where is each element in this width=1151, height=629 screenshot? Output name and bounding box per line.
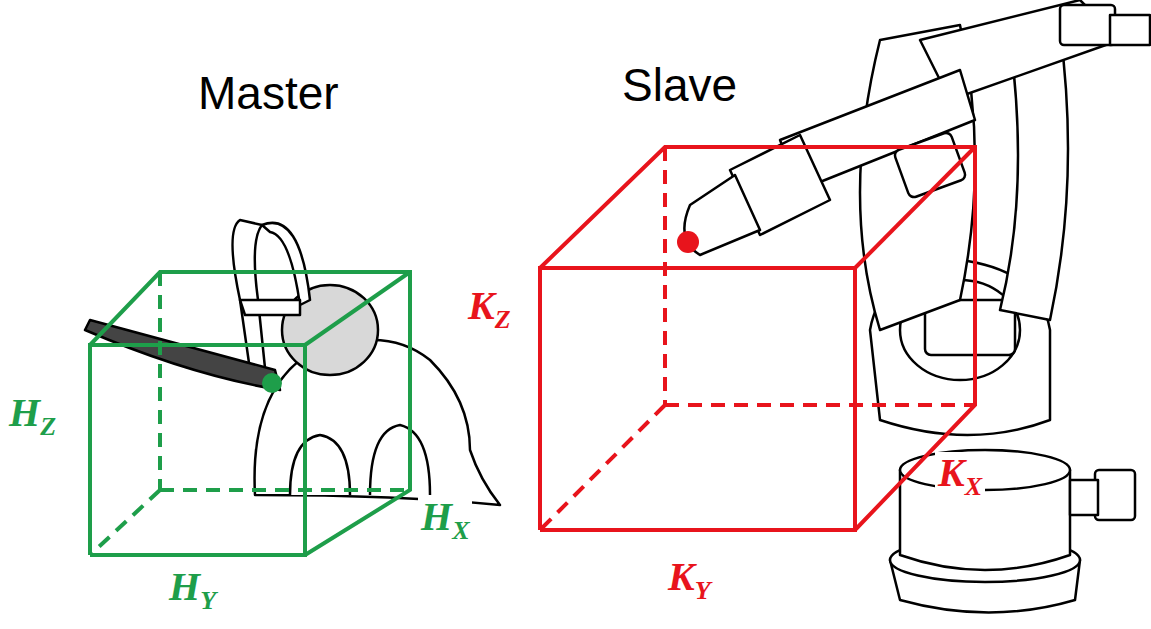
axis-subscript: Y [695, 576, 711, 605]
axis-subscript: Z [40, 412, 56, 441]
master-tool-point [262, 373, 282, 393]
slave-robot [684, 0, 1150, 613]
axis-subscript: Z [495, 305, 511, 334]
axis-dimension: KX [935, 452, 985, 501]
axis-dimension: KY [665, 556, 714, 605]
axis-subscript: X [965, 472, 982, 501]
slave-workspace [540, 147, 975, 530]
slave-tool-point [677, 231, 699, 253]
axis-dimension: KZ [465, 285, 514, 334]
master-haptic-device [85, 220, 500, 505]
axis-letter: K [668, 554, 695, 599]
axis-letter: H [421, 494, 452, 539]
axis-letter: H [9, 390, 40, 435]
device-title: Master [198, 70, 339, 116]
axis-letter: H [169, 564, 200, 609]
axis-letter: K [938, 450, 965, 495]
device-title: Slave [622, 62, 737, 108]
master-workspace [90, 272, 410, 555]
axis-dimension: HY [166, 566, 219, 615]
axis-dimension: HX [418, 496, 472, 545]
axis-subscript: X [452, 516, 469, 545]
axis-dimension: HZ [6, 392, 59, 441]
axis-letter: K [468, 283, 495, 328]
axis-subscript: Y [200, 586, 216, 615]
